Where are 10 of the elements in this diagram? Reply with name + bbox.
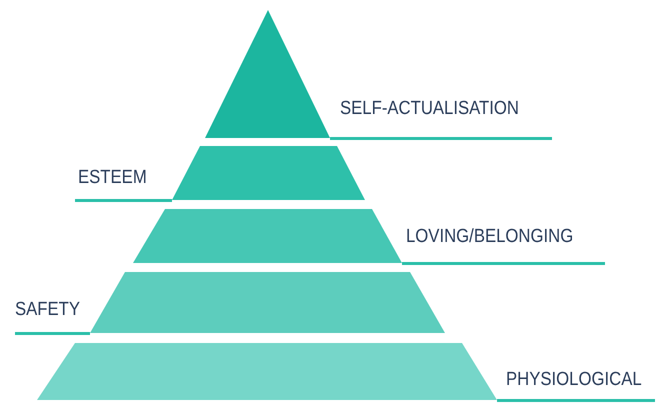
pyramid-tier xyxy=(90,272,445,333)
pyramid-tier xyxy=(37,343,497,400)
level-label: LOVING/BELONGING xyxy=(406,226,574,248)
level-label: ESTEEM xyxy=(78,167,147,189)
pyramid-tier xyxy=(172,146,365,200)
level-label: PHYSIOLOGICAL xyxy=(506,369,642,391)
level-label: SELF-ACTUALISATION xyxy=(340,98,519,120)
level-label: SAFETY xyxy=(15,299,80,321)
pyramid-apex xyxy=(205,10,330,138)
pyramid-tier xyxy=(133,209,402,263)
